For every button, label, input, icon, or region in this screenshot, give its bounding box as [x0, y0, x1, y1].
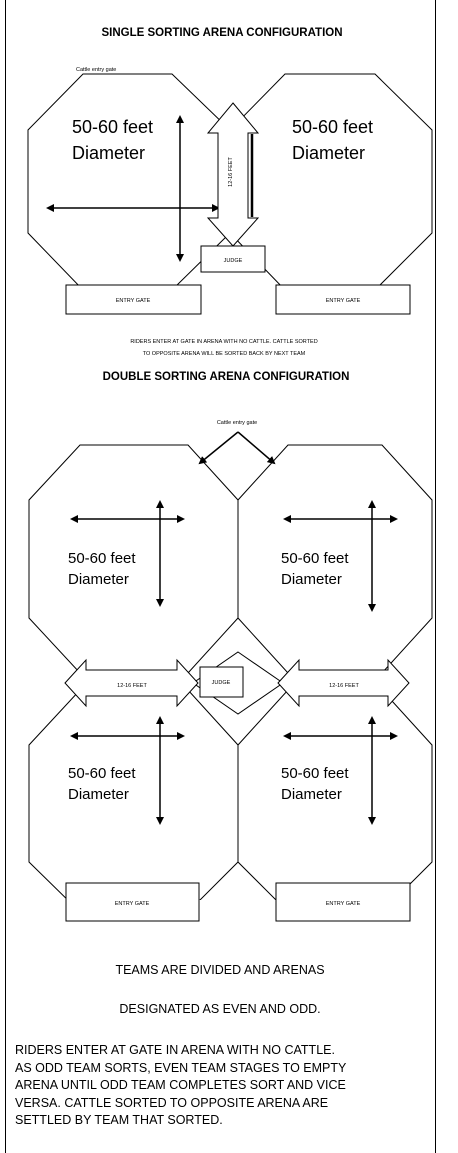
single-judge-label: JUDGE: [224, 258, 243, 264]
frame-left-border: [5, 0, 6, 1153]
double-diameter-tr: Diameter: [281, 571, 342, 588]
single-note-line2: TO OPPOSITE ARENA WILL BE SORTED BACK BY…: [143, 351, 306, 357]
single-gap-label: 12-16 FEET: [228, 157, 234, 187]
footer-line1: TEAMS ARE DIVIDED AND ARENAS: [115, 963, 325, 977]
double-arena-bottom-right: [237, 689, 433, 900]
single-title: SINGLE SORTING ARENA CONFIGURATION: [101, 27, 342, 39]
single-entry-gate-left-label: ENTRY GATE: [116, 298, 151, 304]
double-judge-label: JUDGE: [212, 680, 231, 686]
single-note-line1: RIDERS ENTER AT GATE IN ARENA WITH NO CA…: [130, 339, 317, 345]
single-diameter-right: Diameter: [292, 143, 365, 163]
double-size-tr: 50-60 feet: [281, 550, 349, 567]
single-size-label-left: 50-60 feet: [72, 117, 153, 137]
double-gap-label-left: 12-16 FEET: [117, 683, 147, 689]
double-entry-gates: ENTRY GATE ENTRY GATE: [65, 882, 411, 922]
double-judge-box: [199, 666, 244, 698]
footer-paragraph-line3: ARENA UNTIL ODD TEAM COMPLETES SORT AND …: [15, 1078, 346, 1092]
single-arena-left: [27, 73, 231, 291]
double-diameter-br: Diameter: [281, 786, 342, 803]
double-size-tl: 50-60 feet: [68, 550, 136, 567]
double-gap-arrow-left: [64, 658, 199, 708]
double-gate-arrow-right: [237, 431, 276, 465]
sorting-diagram: SINGLE SORTING ARENA CONFIGURATION Cattl…: [27, 27, 433, 900]
footer-paragraph-line2: AS ODD TEAM SORTS, EVEN TEAM STAGES TO E…: [15, 1060, 347, 1075]
single-entry-gate-right-label: ENTRY GATE: [326, 298, 361, 304]
double-diameter-tl: Diameter: [68, 571, 129, 588]
double-gate-arrow-left: [198, 431, 239, 465]
double-cattle-gate-label: Cattle entry gate: [217, 420, 257, 426]
double-entry-gate-left-label: ENTRY GATE: [115, 901, 150, 907]
footer-paragraph-line4: VERSA. CATTLE SORTED TO OPPOSITE ARENA A…: [15, 1095, 329, 1110]
footer-paragraph: RIDERS ENTER AT GATE IN ARENA WITH NO CA…: [15, 1042, 435, 1130]
single-size-label-right: 50-60 feet: [292, 117, 373, 137]
single-diameter-left: Diameter: [72, 143, 145, 163]
single-judge-box: [200, 245, 266, 273]
frame-right-border: [435, 0, 436, 1153]
double-diameter-bl: Diameter: [68, 786, 129, 803]
single-cattle-gate-label: Cattle entry gate: [76, 67, 116, 73]
single-entry-gate-right: [275, 284, 411, 315]
footer-line2: DESIGNATED AS EVEN AND ODD.: [119, 1002, 321, 1016]
footer-paragraph-line1: RIDERS ENTER AT GATE IN ARENA WITH NO CA…: [15, 1043, 335, 1057]
double-size-br: 50-60 feet: [281, 765, 349, 782]
double-size-bl: 50-60 feet: [68, 765, 136, 782]
double-entry-gate-right: [275, 882, 411, 922]
double-arena-bottom-left: [28, 689, 239, 900]
double-title: DOUBLE SORTING ARENA CONFIGURATION: [103, 371, 350, 383]
double-entry-gate-left: [65, 882, 200, 922]
double-gap-arrow-right: [277, 658, 410, 708]
single-entry-gate-left: [65, 284, 202, 315]
footer-paragraph-line5: SETTLED BY TEAM THAT SORTED.: [15, 1113, 223, 1127]
double-gap-label-right: 12-16 FEET: [329, 683, 359, 689]
double-entry-gate-right-label: ENTRY GATE: [326, 901, 361, 907]
